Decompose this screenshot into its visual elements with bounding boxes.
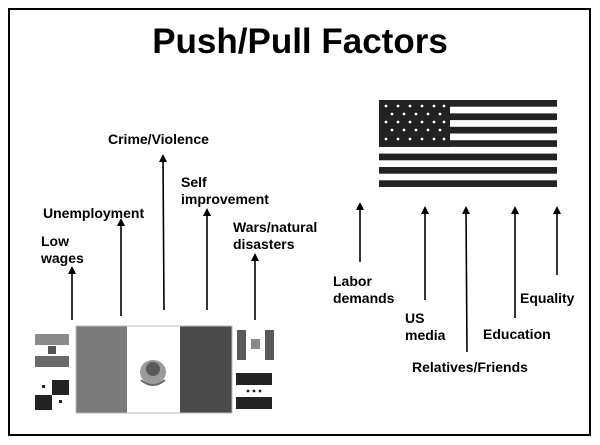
label-unemployment: Unemployment — [43, 205, 145, 221]
label-self-improvement: Self improvement — [181, 174, 269, 207]
mexico-flag — [75, 325, 233, 414]
label-labor-demands: Labor demands — [333, 273, 395, 306]
arrow-relatives-friends — [462, 206, 471, 353]
label-low-wages: Low wages — [41, 233, 84, 266]
label-us-media: US media — [405, 310, 446, 343]
label-equality: Equality — [520, 290, 575, 306]
label-relatives-friends: Relatives/Friends — [412, 359, 528, 375]
label-crime-violence: Crime/Violence — [108, 131, 209, 147]
small-flag-left-top — [35, 334, 69, 367]
label-education: Education — [483, 326, 551, 342]
label-wars-disasters: Wars/natural disasters — [233, 219, 318, 252]
arrow-crime-violence — [159, 154, 168, 311]
small-flag-left-bottom — [35, 380, 69, 410]
us-flag — [379, 100, 557, 187]
slide-title: Push/Pull Factors — [152, 22, 448, 61]
small-flag-right-bottom — [236, 373, 272, 409]
small-flag-right-top — [237, 330, 274, 360]
